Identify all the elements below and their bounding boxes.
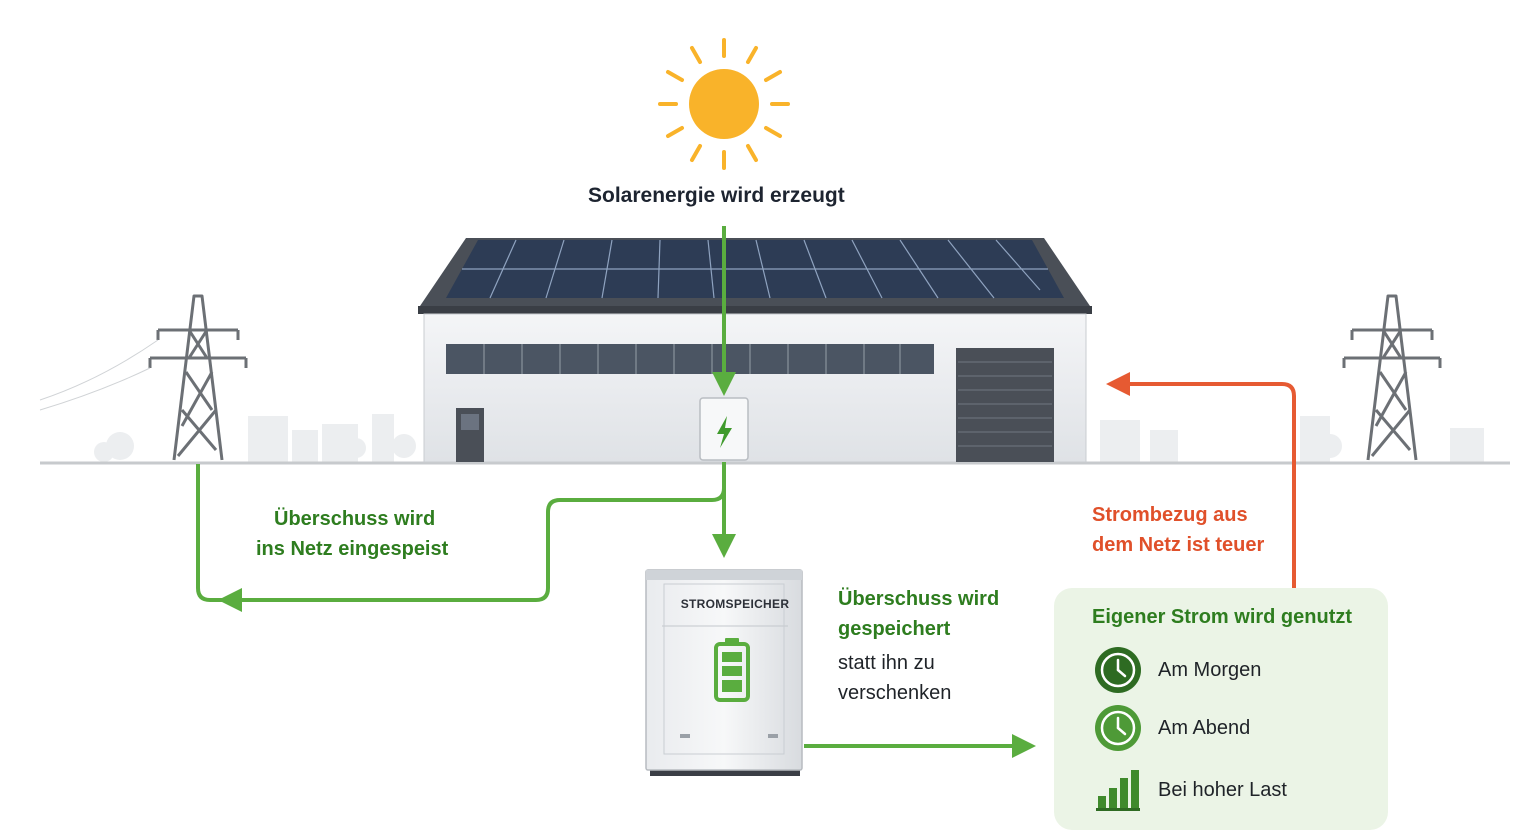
bar-chart-icon bbox=[1096, 770, 1140, 811]
power-pylon-left-icon bbox=[39, 294, 248, 461]
sun-icon bbox=[658, 38, 790, 170]
arrow-feed-in bbox=[218, 474, 726, 612]
own-use-item-label: Bei hoher Last bbox=[1158, 779, 1287, 801]
lightning-icon bbox=[717, 416, 732, 448]
storage-caption-bold-2: gespeichert bbox=[838, 618, 951, 640]
diagram-title: Solarenergie wird erzeugt bbox=[588, 184, 845, 207]
feed-in-label-line1: Überschuss wird bbox=[274, 508, 436, 530]
feed-in-label-line2: ins Netz eingespeist bbox=[256, 538, 449, 560]
own-use-item-evening: Am Abend bbox=[1094, 704, 1374, 752]
own-use-title: Eigener Strom wird genutzt bbox=[1092, 606, 1353, 628]
own-use-item-high-load: Bei hoher Last bbox=[1094, 766, 1374, 814]
own-use-card: Eigener Strom wird genutzt Am Morgen Am … bbox=[1054, 588, 1388, 830]
battery-icon bbox=[714, 638, 750, 702]
storage-caption-1: statt ihn zu bbox=[838, 652, 935, 674]
line-pylon-to-feed-in bbox=[196, 464, 222, 602]
storage-caption-bold-1: Überschuss wird bbox=[838, 588, 1000, 610]
background-silhouette bbox=[94, 414, 1484, 462]
own-use-item-label: Am Abend bbox=[1158, 717, 1251, 739]
clock-icon bbox=[1095, 705, 1141, 751]
warehouse-building bbox=[418, 238, 1092, 463]
solar-panels bbox=[446, 239, 1064, 299]
grid-purchase-label-line2: dem Netz ist teuer bbox=[1092, 534, 1265, 556]
own-use-item-morning: Am Morgen bbox=[1094, 646, 1374, 694]
power-pylon-right-icon bbox=[1342, 294, 1442, 461]
own-use-item-label: Am Morgen bbox=[1158, 659, 1262, 681]
storage-caption-2: verschenken bbox=[838, 682, 952, 704]
storage-label: STROMSPEICHER bbox=[680, 597, 790, 611]
clock-icon bbox=[1095, 647, 1141, 693]
grid-purchase-label-line1: Strombezug aus bbox=[1092, 504, 1248, 526]
inverter-box bbox=[699, 397, 749, 461]
storage-cabinet bbox=[645, 569, 803, 776]
arrow-grid-purchase bbox=[1106, 372, 1296, 588]
